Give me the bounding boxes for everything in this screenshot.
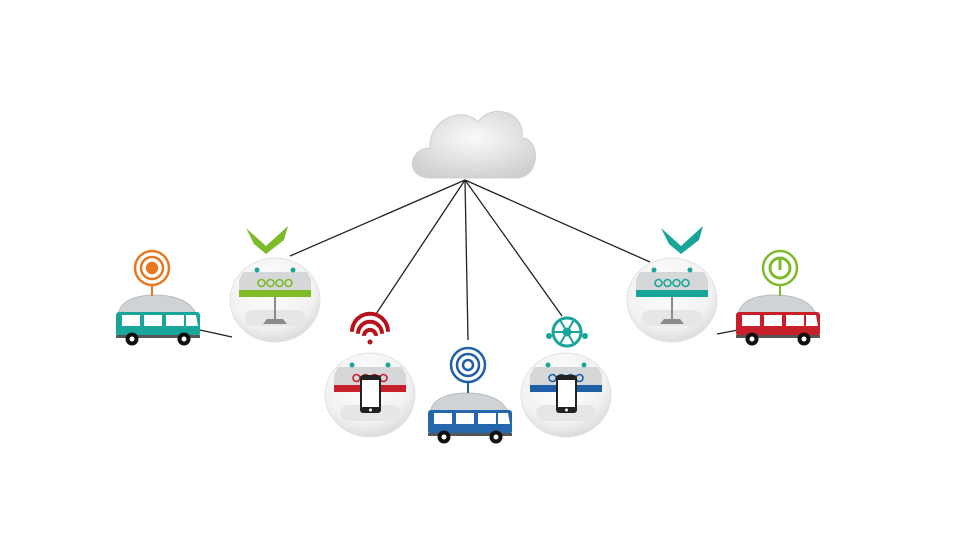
- car-right-node: [736, 249, 820, 346]
- station-panel: [636, 272, 708, 290]
- charging-station-icon: [229, 257, 321, 343]
- status-light: [654, 278, 663, 288]
- check-icon: [246, 226, 288, 254]
- link-line: [199, 329, 233, 338]
- links-layer: [199, 179, 739, 341]
- link-line: [464, 179, 651, 263]
- charging-station-icon: [324, 352, 416, 438]
- car-center-node: [428, 346, 512, 444]
- car-left-node: [116, 249, 200, 346]
- status-light: [257, 278, 266, 288]
- vehicle-bumper: [736, 335, 820, 338]
- target-signal-icon: [449, 346, 487, 393]
- network-wheel-icon: [546, 316, 588, 348]
- status-light: [663, 278, 672, 288]
- station-stripe: [636, 290, 708, 297]
- status-light: [672, 278, 681, 288]
- status-light: [681, 278, 690, 288]
- vehicle-window: [742, 315, 760, 326]
- cloud-icon: [411, 111, 536, 179]
- station-wifi-node: [324, 311, 416, 438]
- vehicle-icon: [428, 392, 512, 444]
- vehicle-window: [806, 315, 818, 326]
- link-line: [464, 179, 563, 317]
- station-right-node: [626, 226, 718, 343]
- station-foot: [660, 319, 684, 324]
- vehicle-bumper: [428, 433, 512, 436]
- vehicle-window: [166, 315, 184, 326]
- vehicle-roof: [117, 294, 197, 315]
- vehicle-icon: [116, 294, 200, 346]
- vehicle-roof: [429, 392, 509, 413]
- vehicle-roof: [737, 294, 817, 315]
- target-signal-icon: [133, 249, 171, 296]
- power-circle-icon: [761, 249, 799, 296]
- smartphone-icon: [360, 375, 381, 413]
- charging-station-icon: [626, 257, 718, 343]
- station-foot: [263, 319, 287, 324]
- vehicle-window: [186, 315, 198, 326]
- smartphone-icon: [556, 375, 577, 413]
- vehicle-window: [498, 413, 510, 424]
- nodes-layer: [116, 226, 820, 444]
- vehicle-window: [786, 315, 804, 326]
- station-left-node: [229, 226, 321, 343]
- charging-station-icon: [520, 352, 612, 438]
- vehicle-window: [122, 315, 140, 326]
- link-line: [375, 179, 466, 315]
- station-hub-node: [520, 316, 612, 438]
- vehicle-icon: [736, 294, 820, 346]
- vehicle-window: [456, 413, 474, 424]
- vehicle-window: [144, 315, 162, 326]
- check-icon: [661, 226, 703, 254]
- link-line: [464, 179, 469, 341]
- vehicle-window: [764, 315, 782, 326]
- station-panel: [239, 272, 311, 290]
- status-light: [266, 278, 275, 288]
- link-line: [716, 329, 739, 335]
- vehicle-bumper: [116, 335, 200, 338]
- wifi-icon: [350, 311, 390, 345]
- vehicle-window: [478, 413, 496, 424]
- link-line: [289, 179, 466, 257]
- vehicle-window: [434, 413, 452, 424]
- station-stripe: [239, 290, 311, 297]
- status-light: [284, 278, 293, 288]
- status-light: [275, 278, 284, 288]
